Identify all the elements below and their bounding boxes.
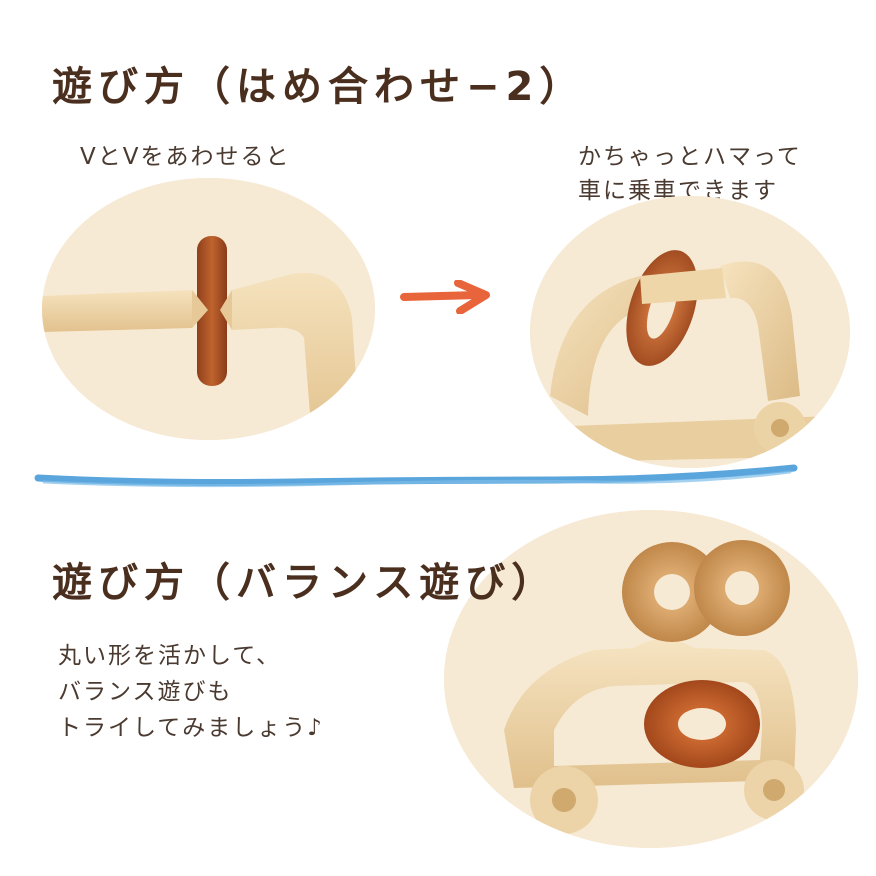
- photo-car-with-ring: [530, 196, 850, 468]
- photo-balance-play: [444, 510, 858, 848]
- caption-v-and-v: VとVをあわせると: [80, 144, 291, 170]
- caption-balance: 丸い形を活かして、 バランス遊びも トライしてみましょう♪: [58, 638, 324, 746]
- caption-fit-ride: かちゃっとハマって 車に乗車できます: [578, 140, 802, 208]
- wavy-divider: [34, 464, 798, 488]
- section2-heading: 遊び方（バランス遊び）: [52, 560, 558, 606]
- photo-car-with-ring-illustration: [530, 196, 850, 468]
- photo-v-joint-illustration: [42, 178, 375, 440]
- caption-balance-line-3: トライしてみましょう♪: [58, 715, 324, 741]
- caption-fit-ride-line-1: かちゃっとハマって: [578, 144, 802, 170]
- section1-heading: 遊び方（はめ合わせ−2）: [52, 64, 586, 110]
- caption-balance-line-2: バランス遊びも: [58, 679, 233, 705]
- right-arrow-icon: [400, 280, 490, 314]
- caption-balance-line-1: 丸い形を活かして、: [58, 643, 282, 669]
- photo-balance-play-illustration: [444, 510, 858, 848]
- photo-v-joint: [42, 178, 375, 440]
